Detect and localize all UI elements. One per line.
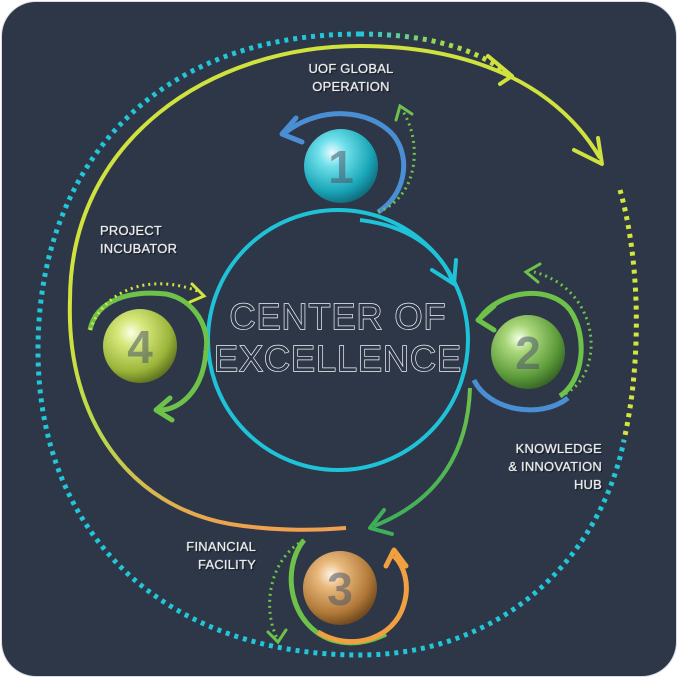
outer-dotted-ring-left — [35, 31, 627, 658]
node-3-label-line-2: FACILITY — [198, 557, 256, 572]
node-4-label-line-2: INCUBATOR — [100, 241, 178, 256]
node-1-swirl-arrowhead — [279, 115, 305, 145]
node-3-label-line-1: FINANCIAL — [186, 539, 256, 554]
outer-dotted-ring-right — [617, 189, 639, 441]
node-2-swirl-blue — [471, 378, 570, 413]
node-1-number: 1 — [328, 141, 354, 193]
outer-lime-arrowhead-2 — [572, 136, 604, 166]
arrow-1-to-2-head — [430, 258, 458, 286]
node-4-label-line-1: PROJECT — [100, 223, 163, 238]
center-title-line-1: CENTER OF — [229, 295, 447, 337]
node-3-label: FINANCIAL FACILITY — [156, 538, 256, 574]
node-2-swirl-arrowhead — [475, 303, 497, 333]
node-2-ball[interactable] — [491, 315, 565, 389]
node-2-label-line-2: & INNOVATION — [508, 459, 602, 474]
node-4-ball[interactable] — [103, 309, 177, 383]
arrow-1-to-2 — [359, 218, 454, 281]
node-4-number: 4 — [127, 321, 153, 373]
node-3-number: 3 — [327, 563, 353, 615]
node-2-swirl-green — [477, 290, 584, 399]
outer-lime-arrowhead-1 — [486, 54, 514, 86]
node-1-label-line-1: UOF GLOBAL — [308, 61, 394, 76]
node-1-dotted-loop — [377, 109, 416, 214]
node-4-dotted-arrowhead — [188, 282, 207, 304]
node-3-ball[interactable] — [303, 551, 377, 625]
node-2-label-line-3: HUB — [573, 477, 602, 492]
arrow-2-to-3-head — [368, 508, 394, 536]
node-3-dotted-loop — [268, 538, 305, 641]
left-orange-arc — [67, 299, 347, 532]
node-1-swirl — [284, 111, 407, 215]
arrow-2-to-3 — [373, 387, 472, 528]
node-1-label-line-2: OPERATION — [312, 79, 390, 94]
node-2-label: KNOWLEDGE & INNOVATION HUB — [482, 440, 602, 494]
node-2-number: 2 — [515, 327, 541, 379]
node-4-swirl-lime — [159, 349, 209, 413]
node-4-label: PROJECT INCUBATOR — [100, 222, 210, 258]
node-4-swirl-arrowhead — [153, 395, 175, 423]
node-1-dotted-arrowhead — [394, 103, 414, 122]
node-4-dotted-loop — [88, 282, 201, 331]
node-2-dotted-arrowhead — [523, 262, 542, 284]
center-title: CENTER OF EXCELLENCE — [206, 295, 470, 380]
node-2-dotted-loop — [533, 270, 593, 398]
node-3-swirl-orange — [316, 554, 409, 645]
outer-lime-arc — [68, 43, 602, 301]
node-1-ball[interactable] — [304, 129, 378, 203]
node-3-swirl-arrowhead — [383, 547, 409, 569]
node-1-label: UOF GLOBAL OPERATION — [296, 60, 406, 96]
node-2-label-line-1: KNOWLEDGE — [515, 441, 602, 456]
center-title-line-2: EXCELLENCE — [213, 337, 463, 379]
node-3-dotted-arrowhead — [266, 628, 288, 645]
